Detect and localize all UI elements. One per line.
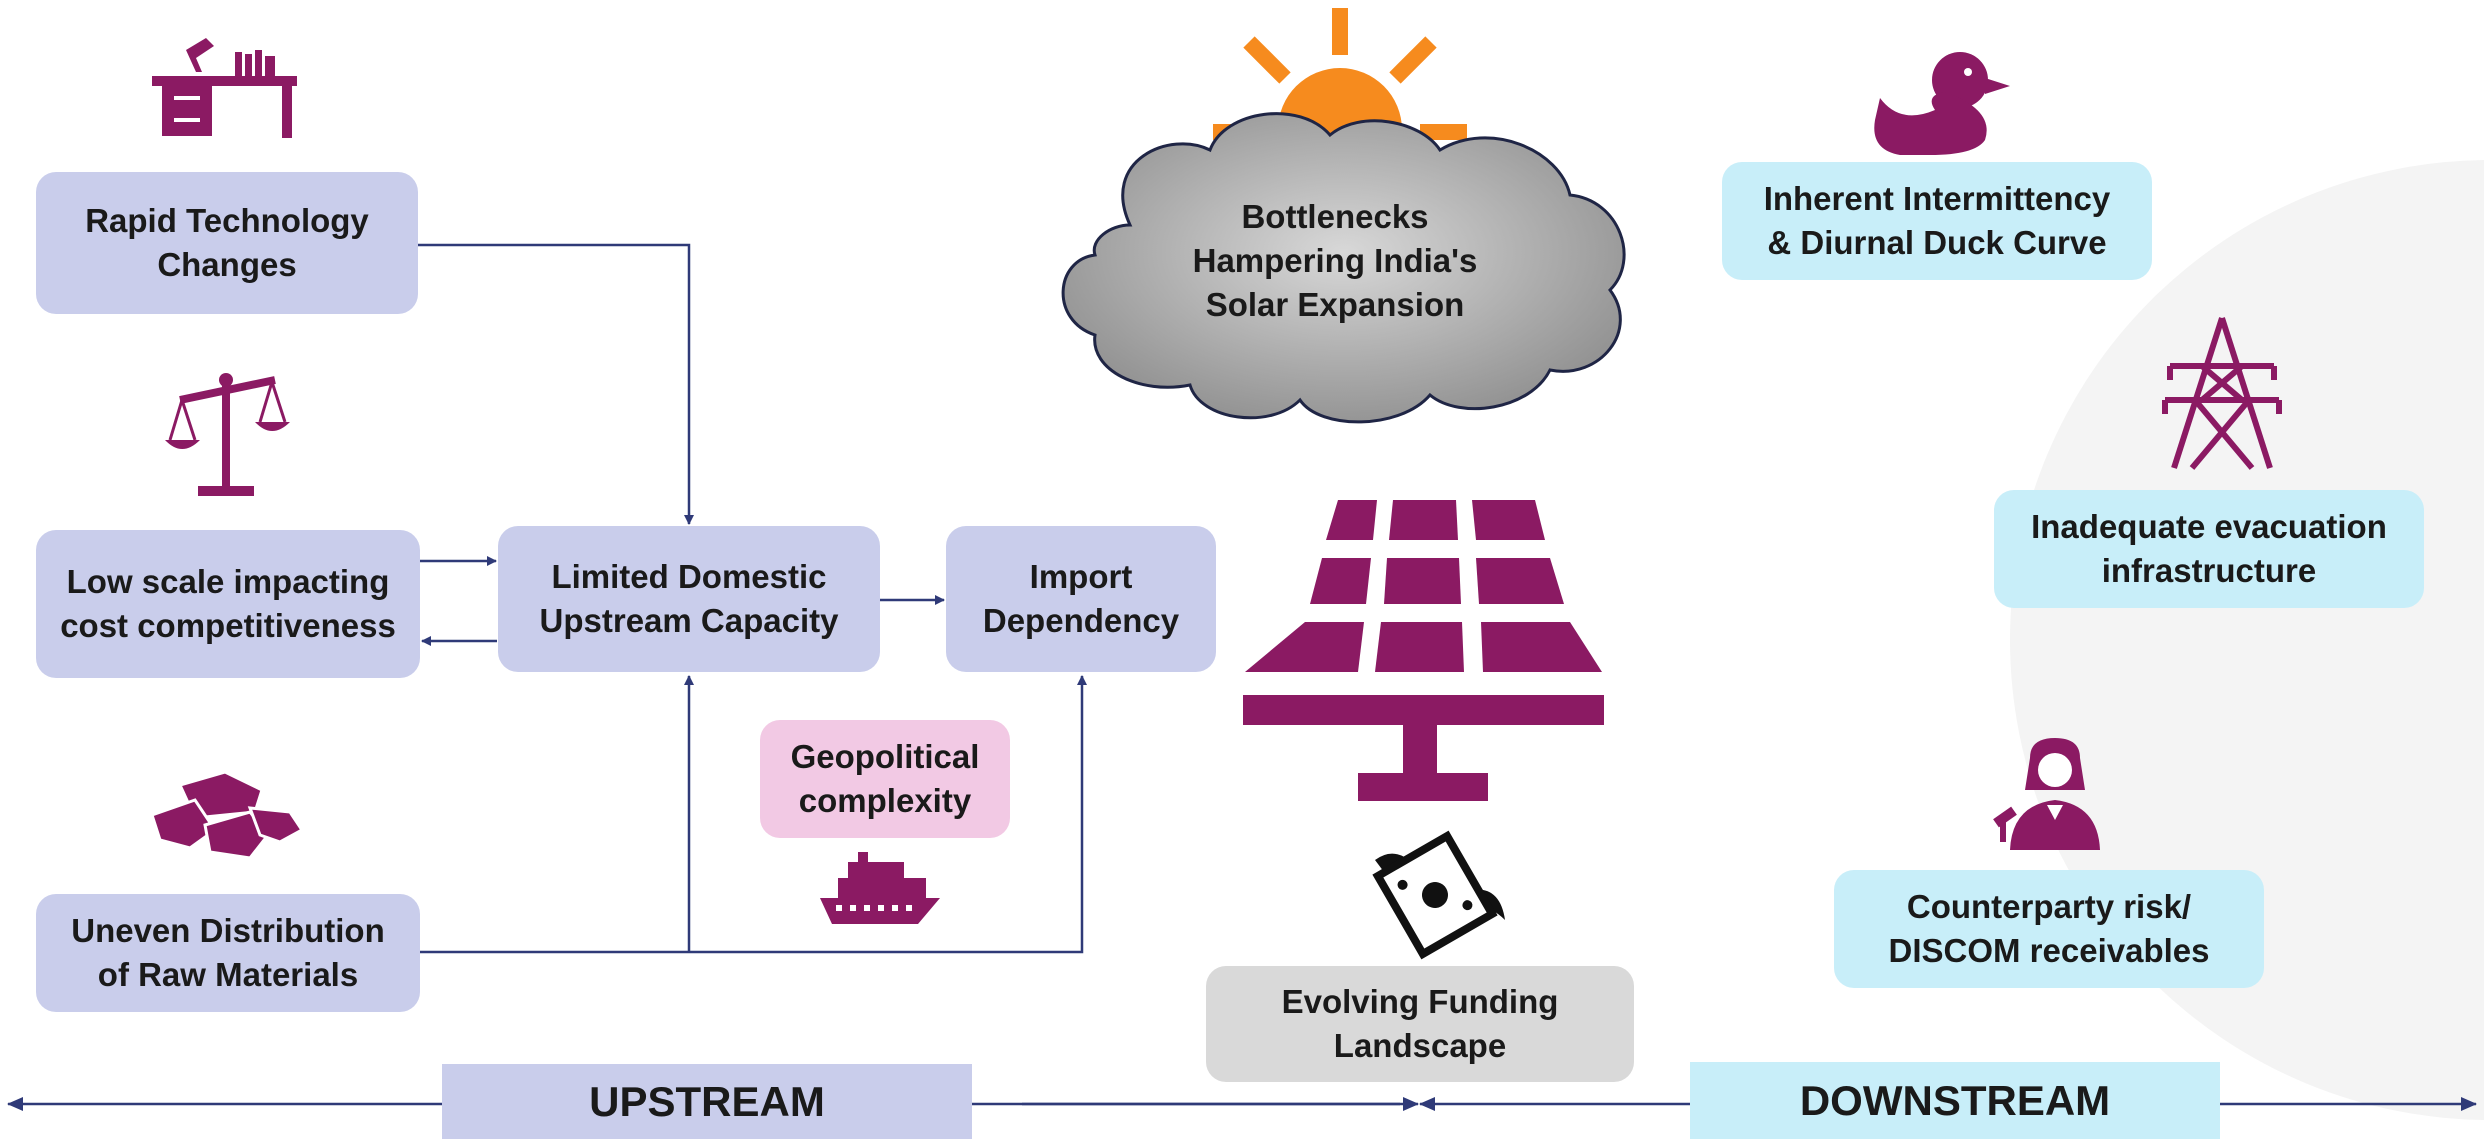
desk-icon [152, 38, 297, 138]
upstream-label: UPSTREAM [442, 1064, 972, 1139]
uneven-distribution-box: Uneven Distribution of Raw Materials [36, 894, 420, 1012]
downstream-label: DOWNSTREAM [1690, 1062, 2220, 1139]
evolving-funding-box: Evolving Funding Landscape [1206, 966, 1634, 1082]
connector-arrows [418, 243, 1087, 954]
rapid-technology-changes-box: Rapid Technology Changes [36, 172, 418, 314]
ore-icon [150, 770, 305, 860]
flying-money-icon [1372, 830, 1505, 960]
scale-icon [165, 373, 290, 496]
import-dependency-box: Import Dependency [946, 526, 1216, 672]
cloud-icon [1061, 112, 1626, 424]
ship-icon [820, 852, 940, 924]
transmission-tower-icon [2162, 317, 2282, 470]
geopolitical-complexity-box: Geopolitical complexity [760, 720, 1010, 838]
diagram-title: Bottlenecks Hampering India's Solar Expa… [1192, 198, 1478, 323]
low-scale-box: Low scale impacting cost competitiveness [36, 530, 420, 678]
counterparty-risk-box: Counterparty risk/ DISCOM receivables [1834, 870, 2264, 988]
solar-panel-icon [1243, 500, 1604, 801]
intermittency-box: Inherent Intermittency & Diurnal Duck Cu… [1722, 162, 2152, 280]
judge-icon [1993, 738, 2100, 850]
evacuation-infrastructure-box: Inadequate evacuation infrastructure [1994, 490, 2424, 608]
duck-icon [1874, 52, 2010, 155]
limited-domestic-capacity-box: Limited Domestic Upstream Capacity [498, 526, 880, 672]
